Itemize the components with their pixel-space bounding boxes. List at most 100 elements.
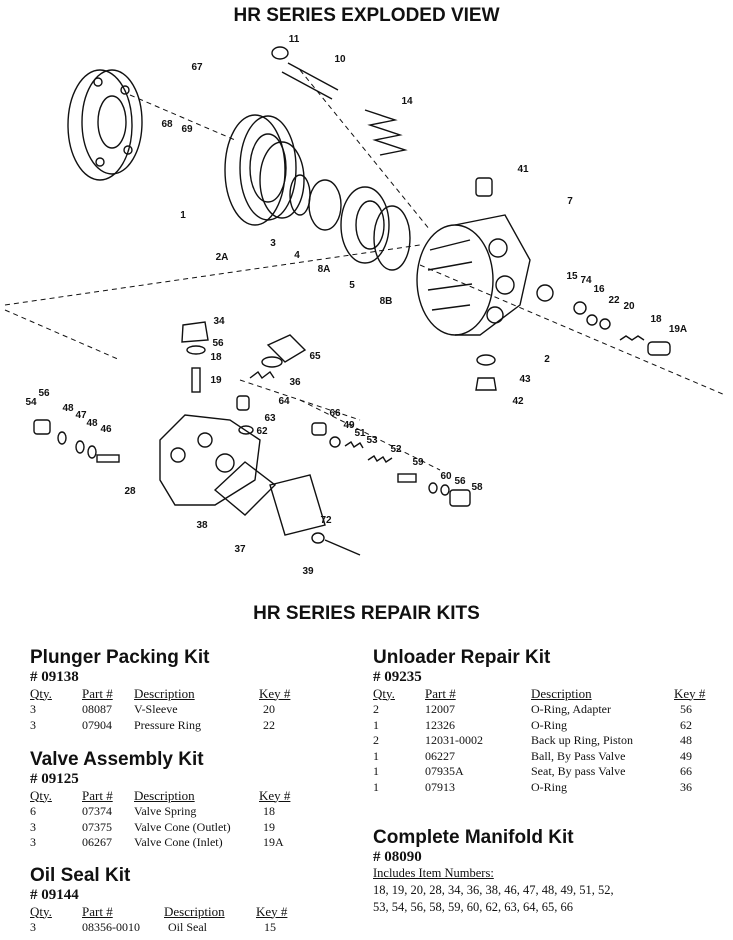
header-description: Description — [164, 903, 225, 919]
cell-part: 07904 — [82, 717, 112, 732]
cell-description: Oil Seal — [168, 920, 207, 935]
cell-part: 06267 — [82, 835, 112, 850]
callout-65: 65 — [309, 351, 321, 362]
callout-39: 39 — [302, 566, 314, 577]
cell-key: 15 — [264, 920, 276, 935]
cell-qty: 2 — [373, 733, 379, 748]
cell-qty: 1 — [373, 717, 379, 732]
header-qty: Qty. — [373, 685, 395, 701]
kit-number: # 08090 — [373, 849, 422, 865]
cell-description: V-Sleeve — [134, 702, 178, 717]
cell-part: 07913 — [425, 779, 455, 794]
callout-16: 16 — [593, 284, 605, 295]
cell-description: Pressure Ring — [134, 717, 201, 732]
callout-60: 60 — [440, 471, 452, 482]
callout-34: 34 — [213, 316, 225, 327]
callout-4: 4 — [294, 250, 300, 261]
cell-part: 07935A — [425, 764, 464, 779]
table-row: 3 07375 Valve Cone (Outlet) 19 — [30, 820, 299, 836]
table-header-row: Qty. Part # Description Key # — [30, 903, 296, 920]
cell-key: 66 — [680, 764, 692, 779]
kit-table: Qty. Part # Description Key # 2 12007 O-… — [373, 685, 714, 795]
callout-47: 47 — [75, 410, 87, 421]
kit-number: # 09235 — [373, 669, 422, 685]
header-part: Part # — [82, 903, 113, 919]
cell-key: 18 — [263, 804, 275, 819]
header-key: Key # — [674, 685, 706, 701]
cell-part: 12007 — [425, 702, 455, 717]
cell-key: 20 — [263, 702, 275, 717]
callout-18: 18 — [650, 314, 662, 325]
header-part: Part # — [425, 685, 456, 701]
callout-8A: 8A — [318, 264, 331, 275]
callout-2A: 2A — [216, 252, 229, 263]
kit-title: Valve Assembly Kit — [30, 749, 204, 770]
header-description: Description — [134, 685, 195, 701]
table-row: 6 07374 Valve Spring 18 — [30, 804, 299, 820]
callout-41: 41 — [517, 164, 529, 175]
callout-19A: 19A — [669, 324, 687, 335]
complete-manifold-kit: Complete Manifold Kit # 08090 Includes I… — [373, 827, 614, 916]
callout-68: 68 — [161, 119, 173, 130]
callout-43: 43 — [519, 374, 531, 385]
table-header-row: Qty. Part # Description Key # — [373, 685, 714, 702]
callout-72: 72 — [320, 515, 332, 526]
cell-qty: 3 — [30, 920, 36, 935]
cell-description: Valve Cone (Outlet) — [134, 819, 231, 834]
header-qty: Qty. — [30, 685, 52, 701]
cell-qty: 1 — [373, 779, 379, 794]
table-row: 3 08087 V-Sleeve 20 — [30, 702, 299, 718]
cell-description: O-Ring — [531, 717, 567, 732]
cell-description: Valve Cone (Inlet) — [134, 835, 223, 850]
table-row: 1 12326 O-Ring 62 — [373, 718, 714, 734]
header-key: Key # — [256, 903, 288, 919]
header-description: Description — [134, 787, 195, 803]
callout-38: 38 — [196, 520, 208, 531]
kit-title: Complete Manifold Kit — [373, 827, 574, 848]
kit-number: # 09144 — [30, 887, 79, 903]
callout-1: 1 — [180, 210, 186, 221]
cell-part: 06227 — [425, 748, 455, 763]
callout-48b: 48 — [86, 418, 98, 429]
callout-18b: 18 — [210, 352, 222, 363]
callout-14: 14 — [401, 96, 413, 107]
cell-qty: 6 — [30, 804, 36, 819]
unloader-repair-kit: Unloader Repair Kit # 09235 Qty. Part # … — [373, 647, 714, 795]
cell-part: 12326 — [425, 717, 455, 732]
header-part: Part # — [82, 685, 113, 701]
callout-3: 3 — [270, 238, 276, 249]
callout-22: 22 — [608, 295, 620, 306]
cell-part: 08356-0010 — [82, 920, 140, 935]
kit-title: Unloader Repair Kit — [373, 647, 551, 668]
callout-19: 19 — [210, 375, 222, 386]
callout-49: 49 — [343, 420, 355, 431]
oil-seal-kit: Oil Seal Kit # 09144 Qty. Part # Descrip… — [30, 865, 296, 936]
table-row: 1 07935A Seat, By pass Valve 66 — [373, 764, 714, 780]
callout-42: 42 — [512, 396, 524, 407]
plunger-packing-kit: Plunger Packing Kit # 09138 Qty. Part # … — [30, 647, 299, 733]
includes-items-line-2: 53, 54, 56, 58, 59, 60, 62, 63, 64, 65, … — [373, 900, 573, 914]
callout-11: 11 — [289, 34, 300, 45]
table-header-row: Qty. Part # Description Key # — [30, 685, 299, 702]
cell-description: Ball, By Pass Valve — [531, 748, 626, 763]
cell-qty: 1 — [373, 748, 379, 763]
cell-qty: 3 — [30, 717, 36, 732]
callout-46: 46 — [100, 424, 112, 435]
valve-assembly-kit: Valve Assembly Kit # 09125 Qty. Part # D… — [30, 749, 299, 851]
cell-key: 36 — [680, 779, 692, 794]
callout-28: 28 — [124, 486, 136, 497]
table-row: 1 07913 O-Ring 36 — [373, 780, 714, 796]
kit-number: # 09138 — [30, 669, 79, 685]
page-title: HR SERIES EXPLODED VIEW — [233, 5, 500, 26]
cell-key: 49 — [680, 748, 692, 763]
cell-key: 62 — [680, 717, 692, 732]
pump-body-part-7 — [416, 214, 531, 336]
includes-items-line-1: 18, 19, 20, 28, 34, 36, 38, 46, 47, 48, … — [373, 883, 614, 897]
cell-description: O-Ring, Adapter — [531, 702, 611, 717]
table-row: 2 12007 O-Ring, Adapter 56 — [373, 702, 714, 718]
kit-table: Qty. Part # Description Key # 6 07374 Va… — [30, 787, 299, 851]
callout-7: 7 — [567, 196, 573, 207]
callout-69: 69 — [181, 124, 193, 135]
kit-number: # 09125 — [30, 771, 79, 787]
cell-description: Valve Spring — [134, 804, 197, 819]
